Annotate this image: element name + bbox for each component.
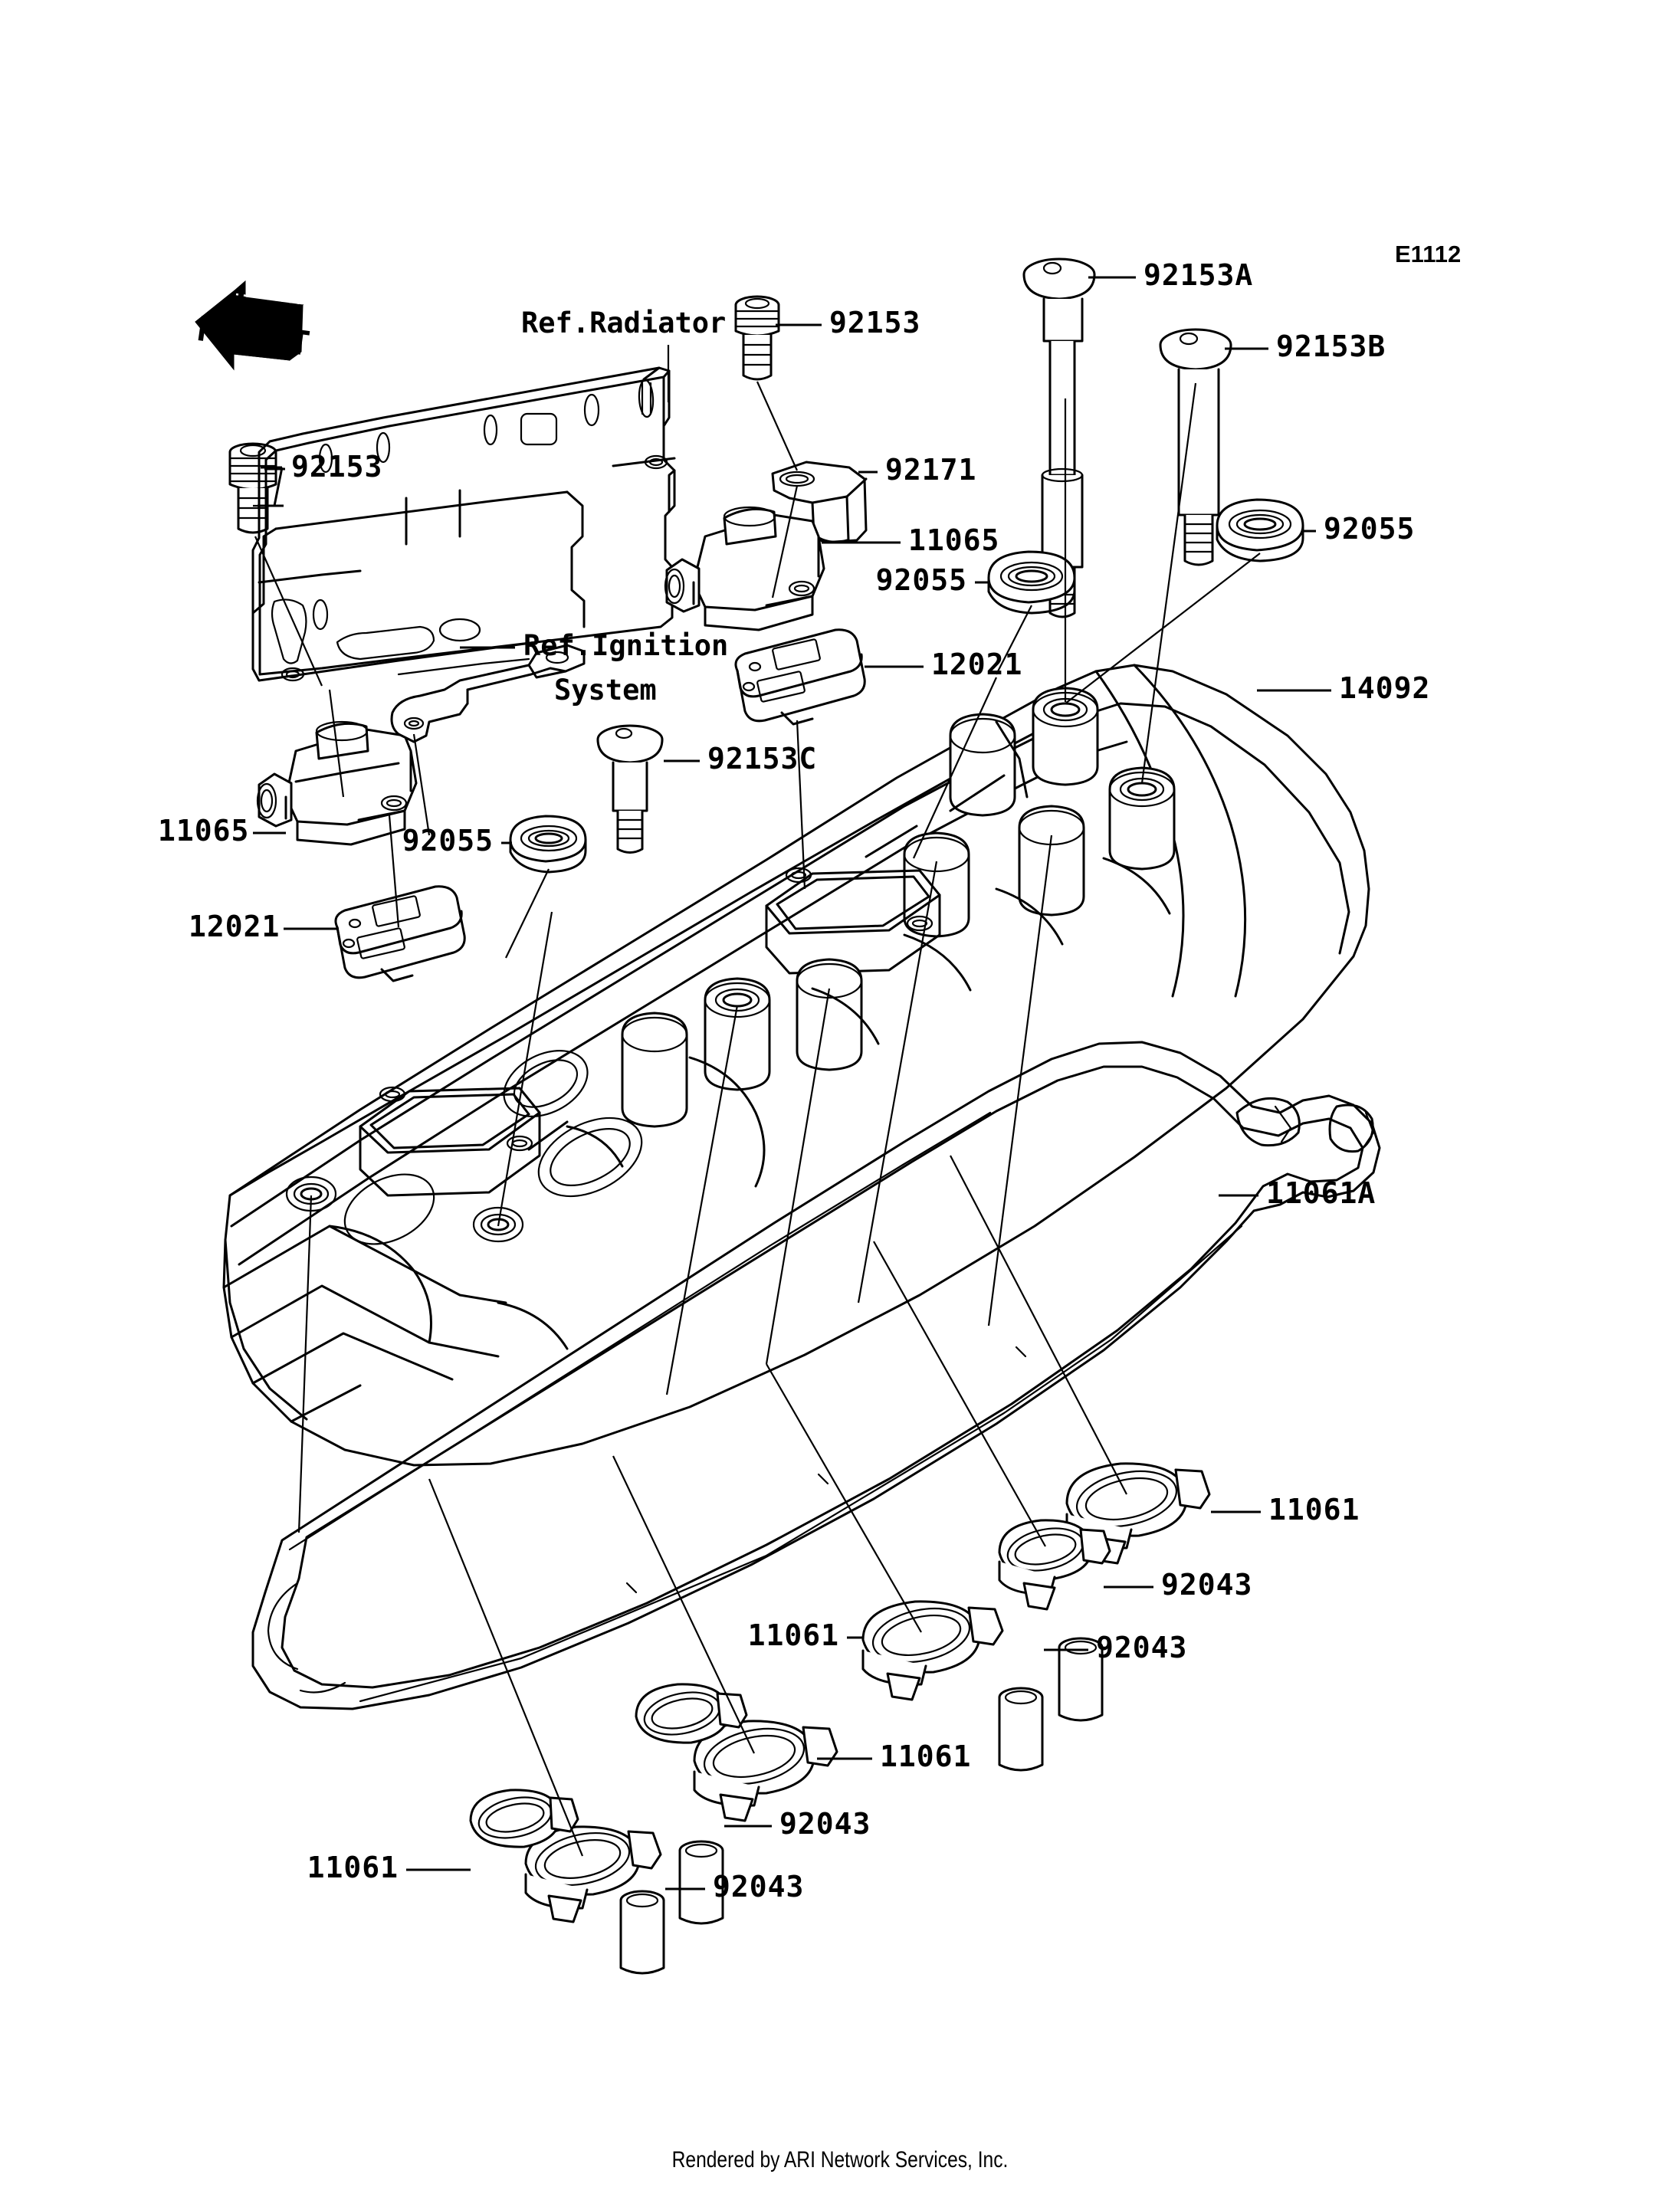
part-92043-dowel-r2 xyxy=(998,1687,1044,1772)
callout-11061-r1: 11061 xyxy=(1268,1493,1360,1526)
callout-92055-left: 92055 xyxy=(402,824,494,857)
callout-92055-mid: 92055 xyxy=(876,563,967,597)
callout-11061-b1: 11061 xyxy=(307,1851,399,1884)
callout-92171: 92171 xyxy=(885,453,976,487)
part-11061A-head-cover-gasket xyxy=(251,1041,1381,1710)
callout-11065-top: 11065 xyxy=(908,523,999,557)
callout-12021-left: 12021 xyxy=(189,910,280,943)
callout-11061-m2: 11061 xyxy=(880,1740,971,1773)
callout-92153-left: 92153 xyxy=(291,450,382,484)
part-11065-top-cap xyxy=(664,506,825,631)
part-92153-top-bolt xyxy=(734,295,780,381)
part-92153B-bolt xyxy=(1159,328,1232,566)
part-92043-dowel-b2 xyxy=(619,1890,665,1975)
ref-radiator-label: Ref.Radiator xyxy=(521,307,726,339)
callout-12021-top: 12021 xyxy=(931,648,1022,681)
part-92043-dowel-r1 xyxy=(1058,1637,1104,1722)
part-92153A-bolt xyxy=(1022,257,1096,618)
callout-14092: 14092 xyxy=(1339,671,1430,705)
callout-11061-m1: 11061 xyxy=(748,1618,839,1652)
part-14092-cylinder-head-cover xyxy=(222,664,1370,1467)
part-11061-gasket-m2 xyxy=(635,1683,838,1822)
diagram-code: E1112 xyxy=(1395,241,1461,267)
callout-92043-b1: 92043 xyxy=(779,1807,871,1841)
part-11061-gasket-r2 xyxy=(998,1519,1111,1611)
part-92055-mid-grommet xyxy=(987,550,1076,615)
front-arrow-icon: FRONT xyxy=(194,280,315,371)
part-12021-top-reed xyxy=(734,628,866,726)
callout-11061A: 11061A xyxy=(1266,1176,1376,1210)
ref-ignition-label-1: Ref.Ignition xyxy=(523,629,728,662)
callout-labels: 92153 92153 92153A 92153B 92171 11065 92… xyxy=(158,258,1430,1904)
callout-92043-b2: 92043 xyxy=(713,1870,804,1904)
callout-92153C: 92153C xyxy=(707,742,817,776)
part-12021-left-reed xyxy=(334,885,466,982)
callout-11065-left: 11065 xyxy=(158,814,249,848)
part-92153C-bolt xyxy=(596,724,664,854)
part-11065-left-cap xyxy=(256,720,418,846)
callout-92153-top: 92153 xyxy=(829,306,920,339)
callout-92043-r2: 92043 xyxy=(1096,1631,1187,1664)
part-92043-dowel-b1 xyxy=(678,1840,724,1925)
callout-92153B: 92153B xyxy=(1276,330,1386,363)
ref-ignition-label-2: System xyxy=(554,674,657,707)
part-11061-gasket-b1 xyxy=(469,1789,662,1923)
leader-lines xyxy=(253,276,1331,1890)
callout-92043-r1: 92043 xyxy=(1161,1568,1252,1602)
part-11061-gasket-m1 xyxy=(861,1600,1004,1701)
part-92055-right-grommet xyxy=(1216,498,1304,562)
part-92055-left-grommet xyxy=(509,815,587,874)
reference-labels: Ref.Radiator Ref.Ignition System xyxy=(521,307,728,707)
part-ref-ignition-bracket xyxy=(390,644,586,743)
footer-attribution: Rendered by ARI Network Services, Inc. xyxy=(672,2146,1009,2172)
callout-92055-right: 92055 xyxy=(1324,512,1415,546)
callout-92153A: 92153A xyxy=(1144,258,1253,292)
